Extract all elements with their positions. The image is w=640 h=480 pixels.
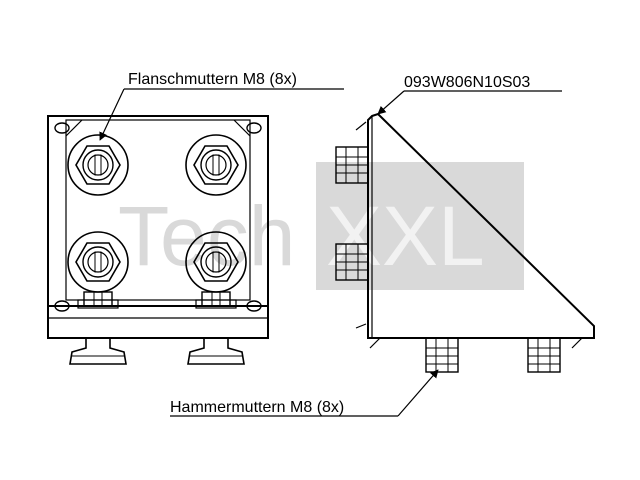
label-flange-nuts: Flanschmuttern M8 (8x)	[128, 71, 297, 88]
bolt-stack-left	[77, 291, 119, 309]
bolt-stack-right	[195, 291, 237, 309]
hammer-nut-right	[187, 337, 245, 365]
flange-nut-top-left	[67, 134, 129, 196]
corner-hole-tr	[246, 122, 262, 134]
base-plate	[47, 305, 269, 339]
corner-hole-bl	[54, 300, 70, 312]
leader-part-number	[377, 90, 562, 115]
label-part-number: 093W806N10S03	[404, 74, 530, 91]
corner-hole-tl	[54, 122, 70, 134]
front-inner-frame	[65, 119, 251, 301]
label-hammer-nuts: Hammermuttern M8 (8x)	[170, 399, 344, 416]
bottom-nut-left	[425, 337, 459, 373]
bottom-nut-right	[527, 337, 561, 373]
leader-flange-nuts	[99, 88, 344, 141]
watermark-tech: Tech	[118, 189, 295, 283]
leader-hammer-nuts	[170, 369, 439, 417]
watermark-xxl: XXL	[326, 189, 485, 283]
watermark: Tech XXL	[118, 162, 524, 290]
flange-nut-top-right	[185, 134, 247, 196]
front-view	[47, 115, 269, 365]
hammer-nut-left	[69, 337, 127, 365]
corner-hole-br	[246, 300, 262, 312]
